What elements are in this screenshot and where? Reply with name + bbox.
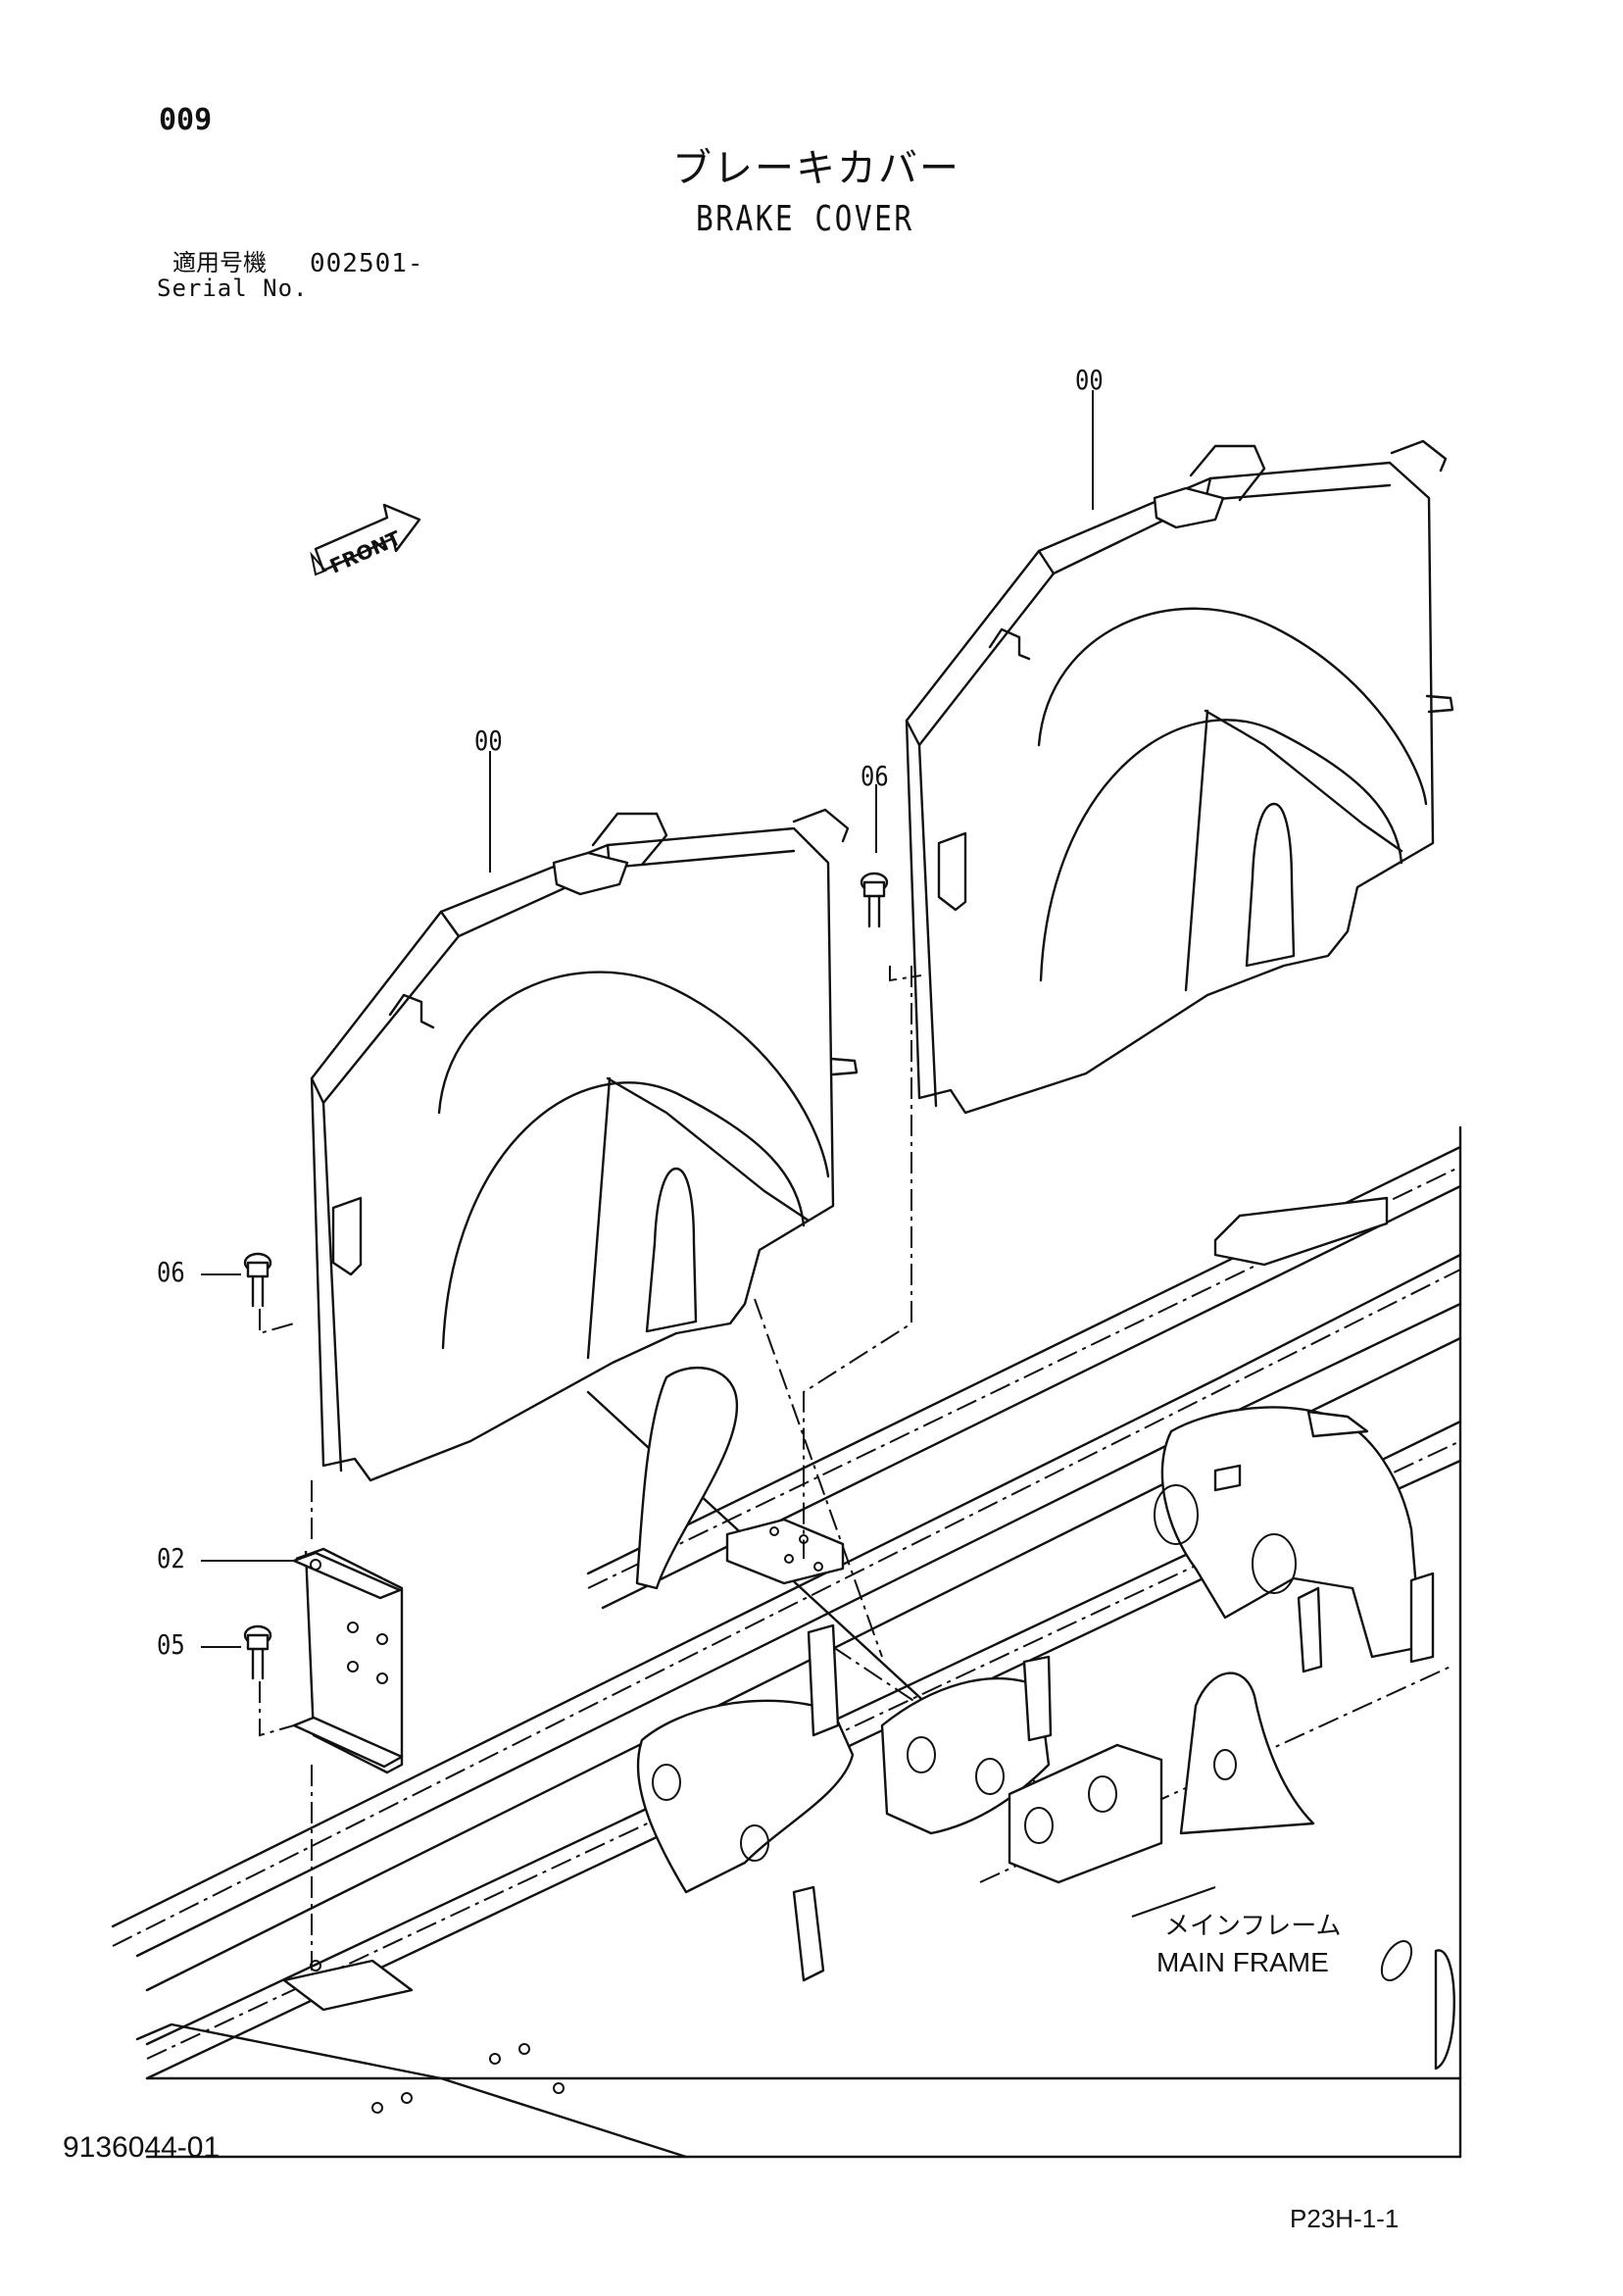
bolt-05-icon xyxy=(243,1624,272,1680)
serial-number-value: 002501- xyxy=(310,249,424,278)
main-frame-label-japanese: メインフレーム xyxy=(1164,1912,1342,1941)
callout-cover-right: 00 xyxy=(1075,364,1104,396)
page-number: 009 xyxy=(159,103,213,137)
title-japanese: ブレーキカバー xyxy=(672,146,960,191)
callout-bracket-bolt: 05 xyxy=(157,1628,185,1661)
callout-bolt-left: 06 xyxy=(157,1256,185,1288)
front-arrow-icon: FRONT xyxy=(310,503,421,578)
callout-bolt-right: 06 xyxy=(861,760,889,792)
title-english: BRAKE COVER xyxy=(696,199,914,239)
main-frame-label-english: MAIN FRAME xyxy=(1156,1947,1329,1977)
bolt-06-right-icon xyxy=(860,872,889,928)
leader-lines xyxy=(201,390,1216,1971)
drawing-number: 9136044-01 xyxy=(63,2131,221,2164)
sheet-number: P23H-1-1 xyxy=(1290,2204,1400,2233)
callout-cover-left: 00 xyxy=(474,724,503,757)
main-frame xyxy=(111,1125,1462,2159)
brake-cover-right xyxy=(905,439,1454,1115)
serial-label-japanese: 適用号機 xyxy=(172,249,267,276)
callout-bracket: 02 xyxy=(157,1542,185,1574)
brake-cover-left xyxy=(310,808,859,1482)
bolt-06-left-icon xyxy=(243,1252,272,1308)
serial-label-english: Serial No. xyxy=(157,275,309,302)
bracket-02 xyxy=(292,1547,404,1774)
